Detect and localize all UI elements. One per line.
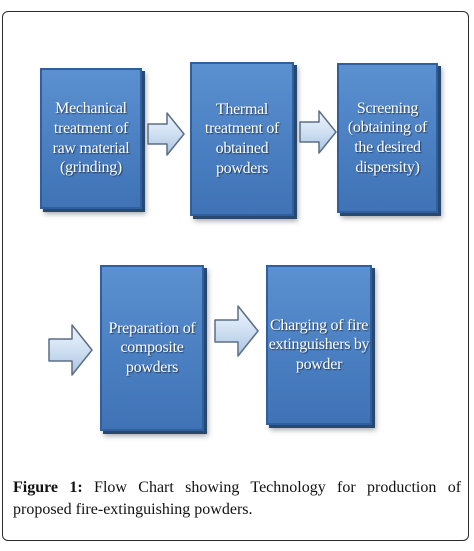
step-composite-preparation: Preparation of composite powders (100, 265, 204, 431)
step-label: Preparation of composite powders (108, 319, 196, 376)
step-label: Thermal treatment of obtained powders (204, 100, 280, 177)
step-charging-extinguishers: Charging of fire extinguishers by powder (266, 265, 372, 425)
step-mechanical-treatment: Mechanical treatment of raw material (gr… (40, 68, 142, 209)
step-label: Mechanical treatment of raw material (gr… (52, 100, 130, 177)
step-label: Screening (obtaining of the desired disp… (347, 99, 428, 176)
step-screening: Screening (obtaining of the desired disp… (337, 63, 438, 213)
arrow-right-icon (214, 305, 259, 357)
caption-text: Flow Chart showing Technology for produc… (13, 479, 462, 518)
step-label: Charging of fire extinguishers by powder (268, 316, 370, 373)
figure-caption: Figure 1: Flow Chart showing Technology … (13, 477, 461, 521)
arrow-right-icon (48, 324, 93, 376)
arrow-right-icon (299, 110, 337, 154)
arrow-right-icon (147, 112, 185, 156)
step-thermal-treatment: Thermal treatment of obtained powders (190, 62, 294, 216)
caption-label: Figure 1: (13, 479, 83, 496)
